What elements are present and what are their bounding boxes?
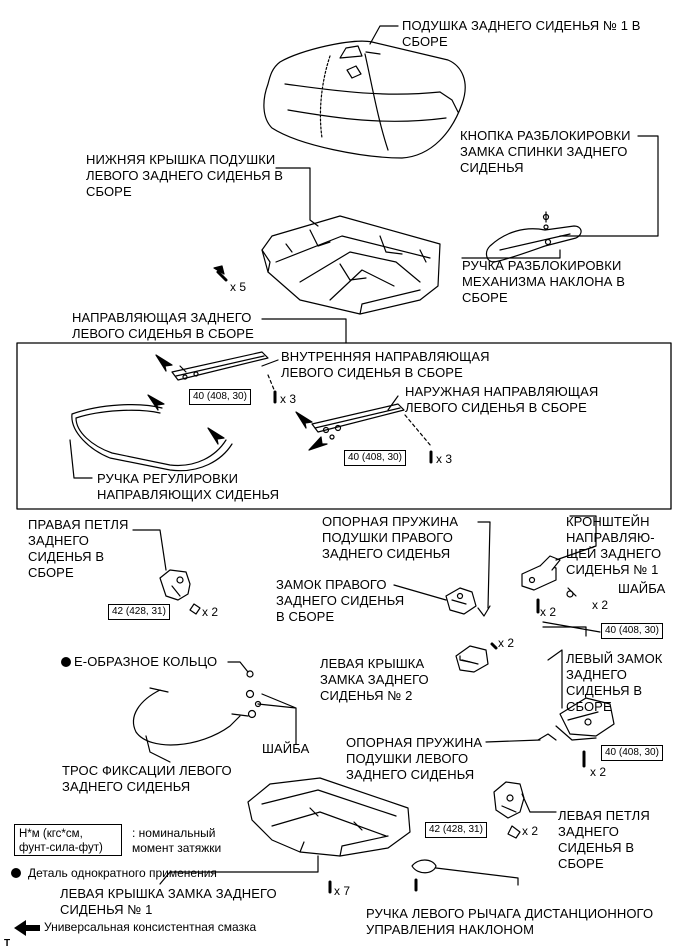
recline-handle-drawing [485,225,582,263]
left-lock-drawing [555,697,615,741]
label-adjuster-assy: НАПРАВЛЯЮЩАЯ ЗАДНЕГО ЛЕВОГО СИДЕНЬЯ В СБ… [72,310,254,341]
legend-unit-box: Н*м (кгс*см, фунт-сила-фут) [14,824,122,856]
non-reusable-markers [11,657,71,878]
label-lock-cover2: ЛЕВАЯ КРЫШКА ЗАМКА ЗАДНЕГО СИДЕНЬЯ № 2 [320,656,429,703]
qty-x2-cover2: x 2 [498,636,515,650]
lock-cover2-drawing [455,645,489,673]
label-adjuster-handle: РУЧКА РЕГУЛИРОВКИ НАПРАВЛЯЮЩИХ СИДЕНЬЯ [97,471,280,502]
label-inner-adjuster: ВНУТРЕННЯЯ НАПРАВЛЯЮЩАЯ ЛЕВОГО СИДЕНЬЯ В… [281,349,490,380]
qty-x5: x 5 [230,280,247,294]
right-spring-drawing [477,605,491,617]
qty-x2-bracket: x 2 [540,605,557,619]
grease-legend-arrow [14,920,40,936]
label-bracket: КРОНШТЕЙН НАПРАВЛЯЮ- ЩЕЙ ЗАДНЕГО СИДЕНЬЯ… [566,514,662,577]
legend-unit-desc: : номинальный момент затяжки [132,826,222,855]
qty-x7: x 7 [334,884,351,898]
remote-knob-drawing [411,859,437,892]
adjuster-bolts [273,390,433,464]
torque-right-hinge: 42 (428, 31) [108,604,170,620]
left-spring-drawing [537,733,557,741]
corner-mark: T [4,938,11,949]
label-lock-cover1: ЛЕВАЯ КРЫШКА ЗАМКА ЗАДНЕГО СИДЕНЬЯ № 1 [60,886,277,917]
seat-cushion-drawing [263,40,466,159]
label-e-ring: E-ОБРАЗНОЕ КОЛЬЦО [74,654,218,669]
label-left-lock: ЛЕВЫЙ ЗАМОК ЗАДНЕГО СИДЕНЬЯ В СБОРЕ [566,651,663,714]
label-outer-adjuster: НАРУЖНАЯ НАПРАВЛЯЮЩАЯ ЛЕВОГО СИДЕНЬЯ В С… [405,384,599,415]
qty-x2-left-lock: x 2 [590,765,607,779]
grease-arrows [147,354,328,451]
label-left-hinge: ЛЕВАЯ ПЕТЛЯ ЗАДНЕГО СИДЕНЬЯ В СБОРЕ [558,808,650,871]
right-lock-drawing [445,587,477,615]
washer-right-drawing [566,590,574,598]
torque-inner: 40 (408, 30) [189,389,251,405]
label-recline-handle: РУЧКА РАЗБЛОКИРОВКИ МЕХАНИЗМА НАКЛОНА В … [462,258,626,305]
label-remote-knob: РУЧКА ЛЕВОГО РЫЧАГА ДИСТАНЦИОННОГО УПРАВ… [366,906,654,937]
qty-x2-washer: x 2 [592,598,609,612]
torque-outer: 40 (408, 30) [344,450,406,466]
label-washer-left: ШАЙБА [262,741,310,756]
qty-x3-inner: x 3 [280,392,297,406]
outer-rail-drawing [311,403,405,440]
qty-x3-outer: x 3 [436,452,453,466]
legend-non-reusable: Деталь однократного применения [28,866,217,880]
label-lower-cover: НИЖНЯЯ КРЫШКА ПОДУШКИ ЛЕВОГО ЗАДНЕГО СИД… [86,152,284,199]
adjuster-handle-drawing [71,404,233,472]
right-hinge-drawing [159,569,201,615]
torque-bracket: 40 (408, 30) [601,623,663,639]
legend-grease: Универсальная консистентная смазка [44,920,257,934]
torque-left-lock: 40 (408, 30) [601,745,663,761]
bracket-drawing [521,555,561,591]
label-right-spring: ОПОРНАЯ ПРУЖИНА ПОДУШКИ ПРАВОГО ЗАДНЕГО … [322,514,459,561]
label-unlock-button: КНОПКА РАЗБЛОКИРОВКИ ЗАМКА СПИНКИ ЗАДНЕГ… [460,128,631,175]
torque-left-hinge: 42 (428, 31) [425,822,487,838]
lock-cover1-drawing [247,777,411,857]
qty-x2-right-hinge: x 2 [202,605,219,619]
leader-lines [69,25,659,886]
label-left-spring: ОПОРНАЯ ПРУЖИНА ПОДУШКИ ЛЕВОГО ЗАДНЕГО С… [346,735,483,782]
label-right-hinge: ПРАВАЯ ПЕТЛЯ ЗАДНЕГО СИДЕНЬЯ В СБОРЕ [28,517,129,580]
label-seat-cushion: ПОДУШКА ЗАДНЕГО СИДЕНЬЯ № 1 В СБОРЕ [402,18,641,49]
label-right-lock: ЗАМОК ПРАВОГО ЗАДНЕГО СИДЕНЬЯ В СБОРЕ [276,577,405,624]
bolt-x5-drawing [213,265,228,282]
e-ring-washers-drawing [245,670,262,719]
left-hinge-drawing [493,781,525,819]
label-washer-right: ШАЙБА [618,581,666,596]
adjuster-frame [16,342,672,510]
lower-cover-drawing [261,215,441,315]
qty-x2-left-hinge: x 2 [522,824,539,838]
label-cable: ТРОС ФИКСАЦИИ ЛЕВОГО ЗАДНЕГО СИДЕНЬЯ [62,763,232,794]
adjuster-guides [267,374,432,447]
inner-rail-drawing [171,351,269,381]
lock-cable-drawing [132,687,249,746]
